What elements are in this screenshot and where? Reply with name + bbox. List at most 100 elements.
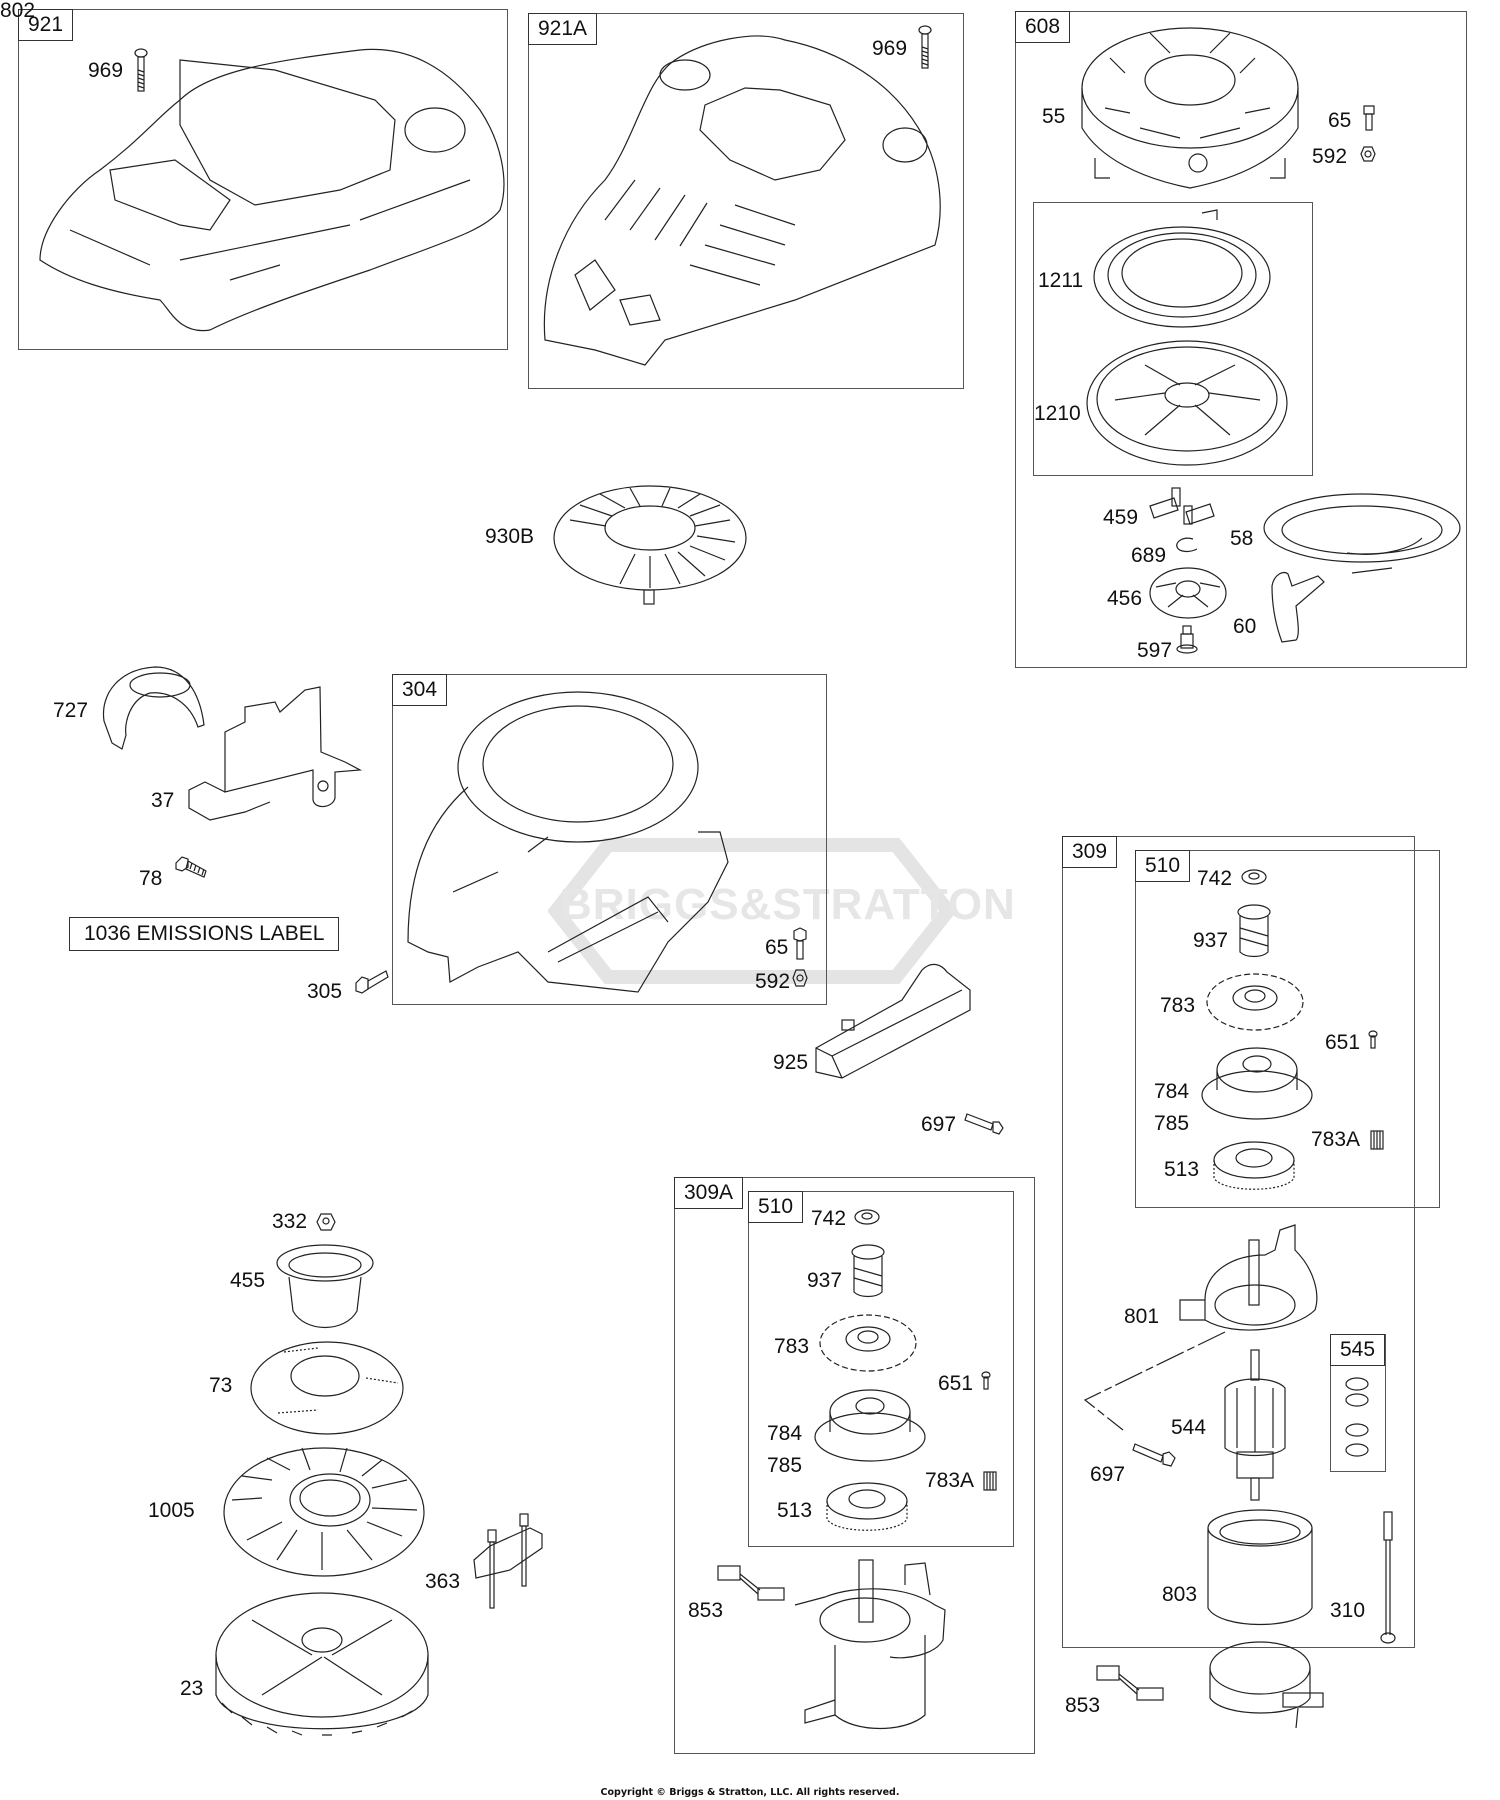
part-label-801[interactable]: 801: [1124, 1305, 1160, 1328]
screw-78: [175, 856, 207, 878]
part-label-592[interactable]: 592: [1312, 145, 1348, 168]
clip-742: [1241, 869, 1267, 885]
part-label-592[interactable]: 592: [755, 970, 791, 993]
part-label-456[interactable]: 456: [1107, 587, 1143, 610]
group-309: [1062, 836, 1415, 1648]
part-label-651[interactable]: 651: [1325, 1031, 1361, 1054]
part-label-58[interactable]: 58: [1230, 527, 1254, 550]
screw-651: [1368, 1030, 1378, 1049]
part-label-937[interactable]: 937: [1193, 929, 1229, 952]
blower-housing-304: [407, 691, 729, 993]
starter-housing-55: [1081, 27, 1299, 189]
pinion-937: [1237, 904, 1271, 958]
part-label-853[interactable]: 853: [1065, 1694, 1101, 1717]
screw-icon: [918, 25, 932, 69]
harness-853: [717, 1565, 785, 1601]
part-label-37[interactable]: 37: [151, 789, 175, 812]
part-label-783A[interactable]: 783A: [1311, 1128, 1361, 1151]
part-label-742[interactable]: 742: [1197, 867, 1233, 890]
subgroup-tag-510: 510: [748, 1191, 804, 1223]
gear-783: [819, 1314, 917, 1372]
part-label-651[interactable]: 651: [938, 1372, 974, 1395]
starter-pulley-1210: [1086, 340, 1288, 466]
flywheel-puller-363: [473, 1513, 543, 1609]
part-label-65[interactable]: 65: [765, 936, 789, 959]
part-label-310[interactable]: 310: [1330, 1599, 1366, 1622]
nut-icon: [1360, 146, 1376, 162]
part-label-332[interactable]: 332: [272, 1210, 308, 1233]
part-label-784[interactable]: 784: [767, 1422, 803, 1445]
part-label-60[interactable]: 60: [1233, 615, 1257, 638]
clutch-513: [826, 1482, 908, 1531]
flywheel-23: [215, 1592, 429, 1736]
part-label-785[interactable]: 785: [1154, 1112, 1190, 1135]
part-label-802[interactable]: 802: [0, 0, 36, 22]
part-label-78[interactable]: 78: [139, 867, 163, 890]
screw-icon: [134, 48, 148, 92]
part-label-969[interactable]: 969: [88, 59, 124, 82]
subgroup-tag-545: 545: [1330, 1334, 1386, 1366]
shield-727: [102, 666, 205, 750]
clip-742: [854, 1209, 880, 1225]
part-label-727[interactable]: 727: [53, 699, 89, 722]
watermark-text: BRIGGS&STRATTON: [560, 880, 1016, 929]
part-label-459[interactable]: 459: [1103, 506, 1139, 529]
rotating-screen-930B: [553, 485, 747, 605]
part-label-783[interactable]: 783: [774, 1335, 810, 1358]
part-label-55[interactable]: 55: [1042, 105, 1066, 128]
nut-icon: [792, 969, 808, 987]
part-label-969[interactable]: 969: [872, 37, 908, 60]
part-label-930B[interactable]: 930B: [485, 525, 535, 548]
dog-retainer-456: [1149, 567, 1227, 619]
part-label-697[interactable]: 697: [1090, 1463, 1126, 1486]
part-label-937[interactable]: 937: [807, 1269, 843, 1292]
recoil-spring-1211: [1093, 209, 1271, 328]
bolt-icon: [793, 927, 807, 960]
emissions-label-1036[interactable]: 1036 EMISSIONS LABEL: [69, 917, 340, 951]
part-label-697[interactable]: 697: [921, 1113, 957, 1136]
part-label-363[interactable]: 363: [425, 1570, 461, 1593]
part-label-803[interactable]: 803: [1162, 1583, 1198, 1606]
part-label-73[interactable]: 73: [209, 1374, 233, 1397]
part-label-689[interactable]: 689: [1131, 544, 1167, 567]
part-label-23[interactable]: 23: [180, 1677, 204, 1700]
armature-544: [1224, 1349, 1286, 1501]
clutch-513: [1213, 1141, 1295, 1190]
drive-cover-784: [1201, 1047, 1313, 1120]
group-304: [392, 674, 827, 1005]
part-label-1005[interactable]: 1005: [148, 1499, 195, 1522]
part-label-785[interactable]: 785: [767, 1454, 803, 1477]
group-tag-309: 309: [1062, 836, 1118, 868]
through-bolt-310: [1380, 1511, 1396, 1644]
part-label-65[interactable]: 65: [1328, 109, 1352, 132]
group-tag-921A: 921A: [528, 13, 598, 45]
part-label-853[interactable]: 853: [688, 1599, 724, 1622]
fan-screen-73: [250, 1341, 404, 1435]
part-label-1210[interactable]: 1210: [1034, 402, 1081, 425]
starter-cup-455: [276, 1244, 374, 1329]
subgroup-tag-510: 510: [1135, 850, 1191, 882]
part-label-513[interactable]: 513: [1164, 1158, 1200, 1181]
part-label-1211[interactable]: 1211: [1038, 269, 1084, 292]
part-label-783A[interactable]: 783A: [925, 1469, 975, 1492]
part-label-455[interactable]: 455: [230, 1269, 266, 1292]
part-label-597[interactable]: 597: [1137, 639, 1173, 662]
group-tag-921: 921: [18, 9, 74, 41]
part-label-544[interactable]: 544: [1171, 1416, 1207, 1439]
drive-cover-784: [814, 1389, 926, 1462]
bolt-697: [964, 1113, 1004, 1135]
part-label-305[interactable]: 305: [307, 980, 343, 1003]
part-label-783[interactable]: 783: [1160, 994, 1196, 1017]
retainer-ring-689: [1176, 537, 1198, 553]
motor-housing-803: [1207, 1509, 1313, 1626]
part-label-513[interactable]: 513: [777, 1499, 813, 1522]
group-309A: [674, 1177, 1035, 1754]
part-label-784[interactable]: 784: [1154, 1080, 1190, 1103]
bolt-697: [1132, 1443, 1176, 1467]
copyright-notice: Copyright © Briggs & Stratton, LLC. All …: [600, 1787, 900, 1798]
group-921: [18, 9, 508, 350]
part-label-742[interactable]: 742: [811, 1207, 847, 1230]
brush-holder-802: [1209, 1641, 1324, 1729]
part-label-925[interactable]: 925: [773, 1051, 809, 1074]
blower-housing-cover-921A: [543, 35, 941, 366]
